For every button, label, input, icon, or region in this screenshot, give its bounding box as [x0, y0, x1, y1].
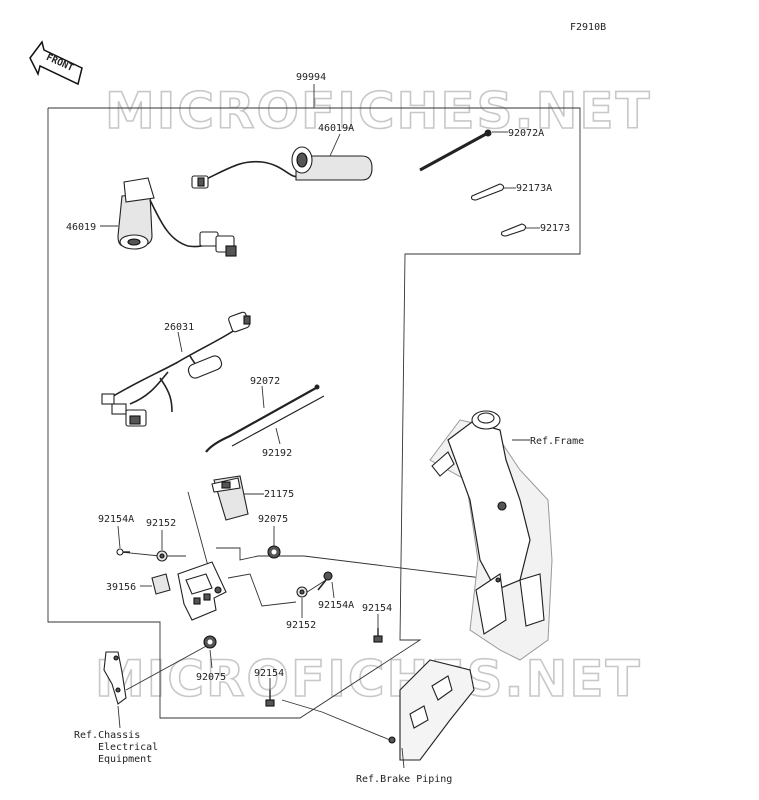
bolt-92154A-left [116, 548, 130, 556]
frame-reference [429, 410, 553, 661]
part-label-92152-left: 92152 [146, 518, 176, 529]
leader-92075-bottom [209, 649, 213, 669]
watermark-bottom: MICROFICHES.NET [95, 650, 642, 708]
part-label-92154A-right: 92154A [318, 600, 354, 611]
leader-26031 [177, 331, 183, 353]
wiring-harness [101, 311, 251, 427]
grip-heater-right [191, 146, 373, 189]
front-arrow-icon: FRONT [29, 40, 83, 86]
cable-tie-long [419, 129, 492, 172]
part-label-92072: 92072 [250, 376, 280, 387]
ref-chassis-line3: Equipment [98, 754, 152, 765]
kit-outline [47, 107, 581, 719]
assembly-line-f [125, 643, 211, 691]
bracket-39156 [177, 561, 227, 621]
clamp-92173A [470, 183, 505, 201]
part-label-26031: 26031 [164, 322, 194, 333]
leader-ref-chassis [117, 705, 121, 729]
cable-tie-92072 [205, 384, 320, 453]
figure-code: F2910B [570, 22, 606, 33]
collar-92152-left [156, 550, 168, 562]
ref-frame: Ref.Frame [530, 436, 584, 447]
collar-92152-right [296, 586, 308, 598]
relay-21175 [211, 475, 249, 521]
chassis-bracket [103, 651, 127, 705]
assembly-line-b [216, 547, 483, 579]
assembly-line-g [281, 699, 391, 741]
ref-brake: Ref.Brake Piping [356, 774, 452, 785]
part-label-92072A: 92072A [508, 128, 544, 139]
part-label-92152-right: 92152 [286, 620, 316, 631]
part-label-92173: 92173 [540, 223, 570, 234]
assembly-line-a [187, 491, 209, 567]
leader-92154A-right [331, 581, 335, 599]
bolt-92154-right [373, 628, 383, 643]
assembly-line-e [303, 579, 327, 595]
ref-chassis-line1: Ref.Chassis [74, 730, 140, 741]
assembly-line-d [227, 573, 297, 607]
part-label-46019: 46019 [66, 222, 96, 233]
leader-46019A [329, 133, 341, 157]
part-label-92192: 92192 [262, 448, 292, 459]
part-label-92154-right: 92154 [362, 603, 392, 614]
grip-heater-left [117, 177, 237, 257]
part-label-46019A: 46019A [318, 123, 354, 134]
part-label-92075-bottom: 92075 [196, 672, 226, 683]
part-label-92075-top: 92075 [258, 514, 288, 525]
brake-piping-reference [388, 659, 475, 761]
leader-92192 [275, 427, 281, 445]
clamp-92173 [500, 223, 527, 237]
grommet-92075-top [267, 545, 281, 559]
part-label-92154A-left: 92154A [98, 514, 134, 525]
band-92192 [231, 395, 325, 447]
pad-39156 [151, 573, 171, 595]
bolt-92154-bottom [265, 690, 275, 707]
leader-92154A-left [117, 525, 121, 549]
ref-chassis-line2: Electrical [98, 742, 158, 753]
watermark-top: MICROFICHES.NET [105, 82, 652, 140]
part-label-92154-bottom: 92154 [254, 668, 284, 679]
bolt-92154A-right [317, 571, 333, 591]
leader-ref-brake [401, 747, 405, 769]
grommet-92075-bottom [203, 635, 217, 649]
leader-92072 [261, 385, 265, 409]
part-label-92173A: 92173A [516, 183, 552, 194]
part-label-39156: 39156 [106, 582, 136, 593]
part-label-99994: 99994 [296, 72, 326, 83]
part-label-21175: 21175 [264, 489, 294, 500]
